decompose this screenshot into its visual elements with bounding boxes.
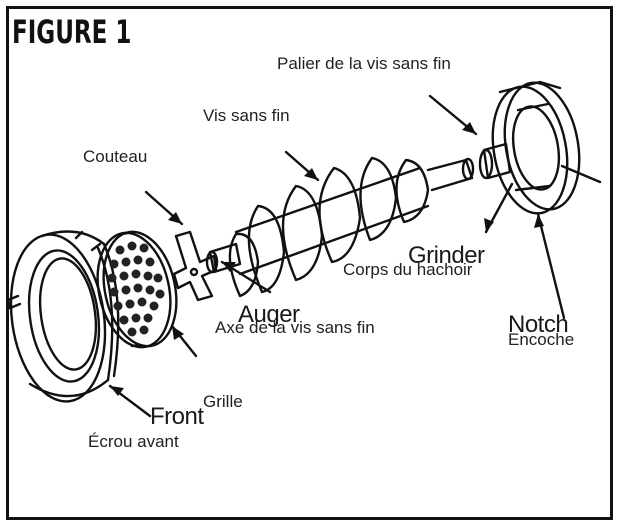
figure-title: FIGURE 1 — [12, 13, 132, 51]
label-axe-vis: Axe de la vis sans fin — [215, 318, 375, 337]
label-grille: Grille — [203, 392, 243, 411]
leader-arrows — [108, 94, 566, 418]
grinder-housing — [478, 80, 602, 215]
label-notch: Notch — [508, 311, 569, 338]
auger-screw — [205, 156, 475, 298]
label-front: Front — [150, 403, 204, 430]
label-vis-sans-fin: Vis sans fin — [203, 106, 290, 125]
label-grinder: Grinder — [408, 242, 485, 269]
label-encoche: Encoche — [508, 330, 575, 349]
front-ring-nut — [6, 230, 120, 403]
couteau-blade — [172, 230, 218, 302]
label-palier: Palier de la vis sans fin — [277, 54, 451, 73]
figure-frame — [6, 6, 613, 520]
label-couteau: Couteau — [83, 147, 148, 166]
grille-plate — [96, 230, 178, 349]
label-auger: Auger — [238, 301, 300, 328]
label-corps-hachoir: Corps du hachoir — [343, 260, 473, 279]
label-ecrou-avant: Écrou avant — [88, 432, 179, 451]
